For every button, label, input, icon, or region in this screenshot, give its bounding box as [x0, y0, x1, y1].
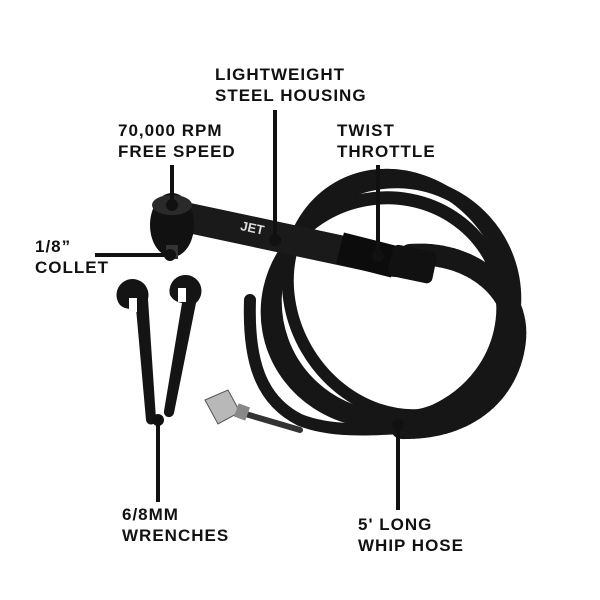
callout-wrenches-line2: WRENCHES	[122, 526, 230, 545]
callout-throttle-line1: TWIST	[337, 121, 395, 140]
whip-hose	[229, 168, 527, 440]
callout-wrenches-line1: 6/8MM	[122, 505, 179, 524]
callout-hose-line2: WHIP HOSE	[358, 536, 464, 555]
callout-collet-line1: 1/8”	[35, 237, 72, 256]
callout-speed-line2: FREE SPEED	[118, 142, 236, 161]
callout-throttle: TWIST THROTTLE	[337, 120, 436, 162]
callout-wrenches: 6/8MM WRENCHES	[122, 504, 229, 546]
brand-logo: JET	[239, 218, 265, 238]
callout-speed-line1: 70,000 RPM	[118, 121, 223, 140]
callout-housing: LIGHTWEIGHT STEEL HOUSING	[215, 64, 367, 106]
callout-collet: 1/8” COLLET	[35, 236, 109, 278]
callout-housing-line1: LIGHTWEIGHT	[215, 65, 345, 84]
callout-speed: 70,000 RPM FREE SPEED	[118, 120, 236, 162]
wrenches	[116, 274, 202, 425]
hose-fitting	[204, 389, 251, 425]
callout-housing-line2: STEEL HOUSING	[215, 86, 367, 105]
callout-hose-line1: 5' LONG	[358, 515, 433, 534]
die-grinder: JET	[150, 193, 437, 284]
callout-lines	[95, 110, 404, 510]
callout-throttle-line2: THROTTLE	[337, 142, 436, 161]
callout-hose: 5' LONG WHIP HOSE	[358, 514, 464, 556]
callout-collet-line2: COLLET	[35, 258, 109, 277]
